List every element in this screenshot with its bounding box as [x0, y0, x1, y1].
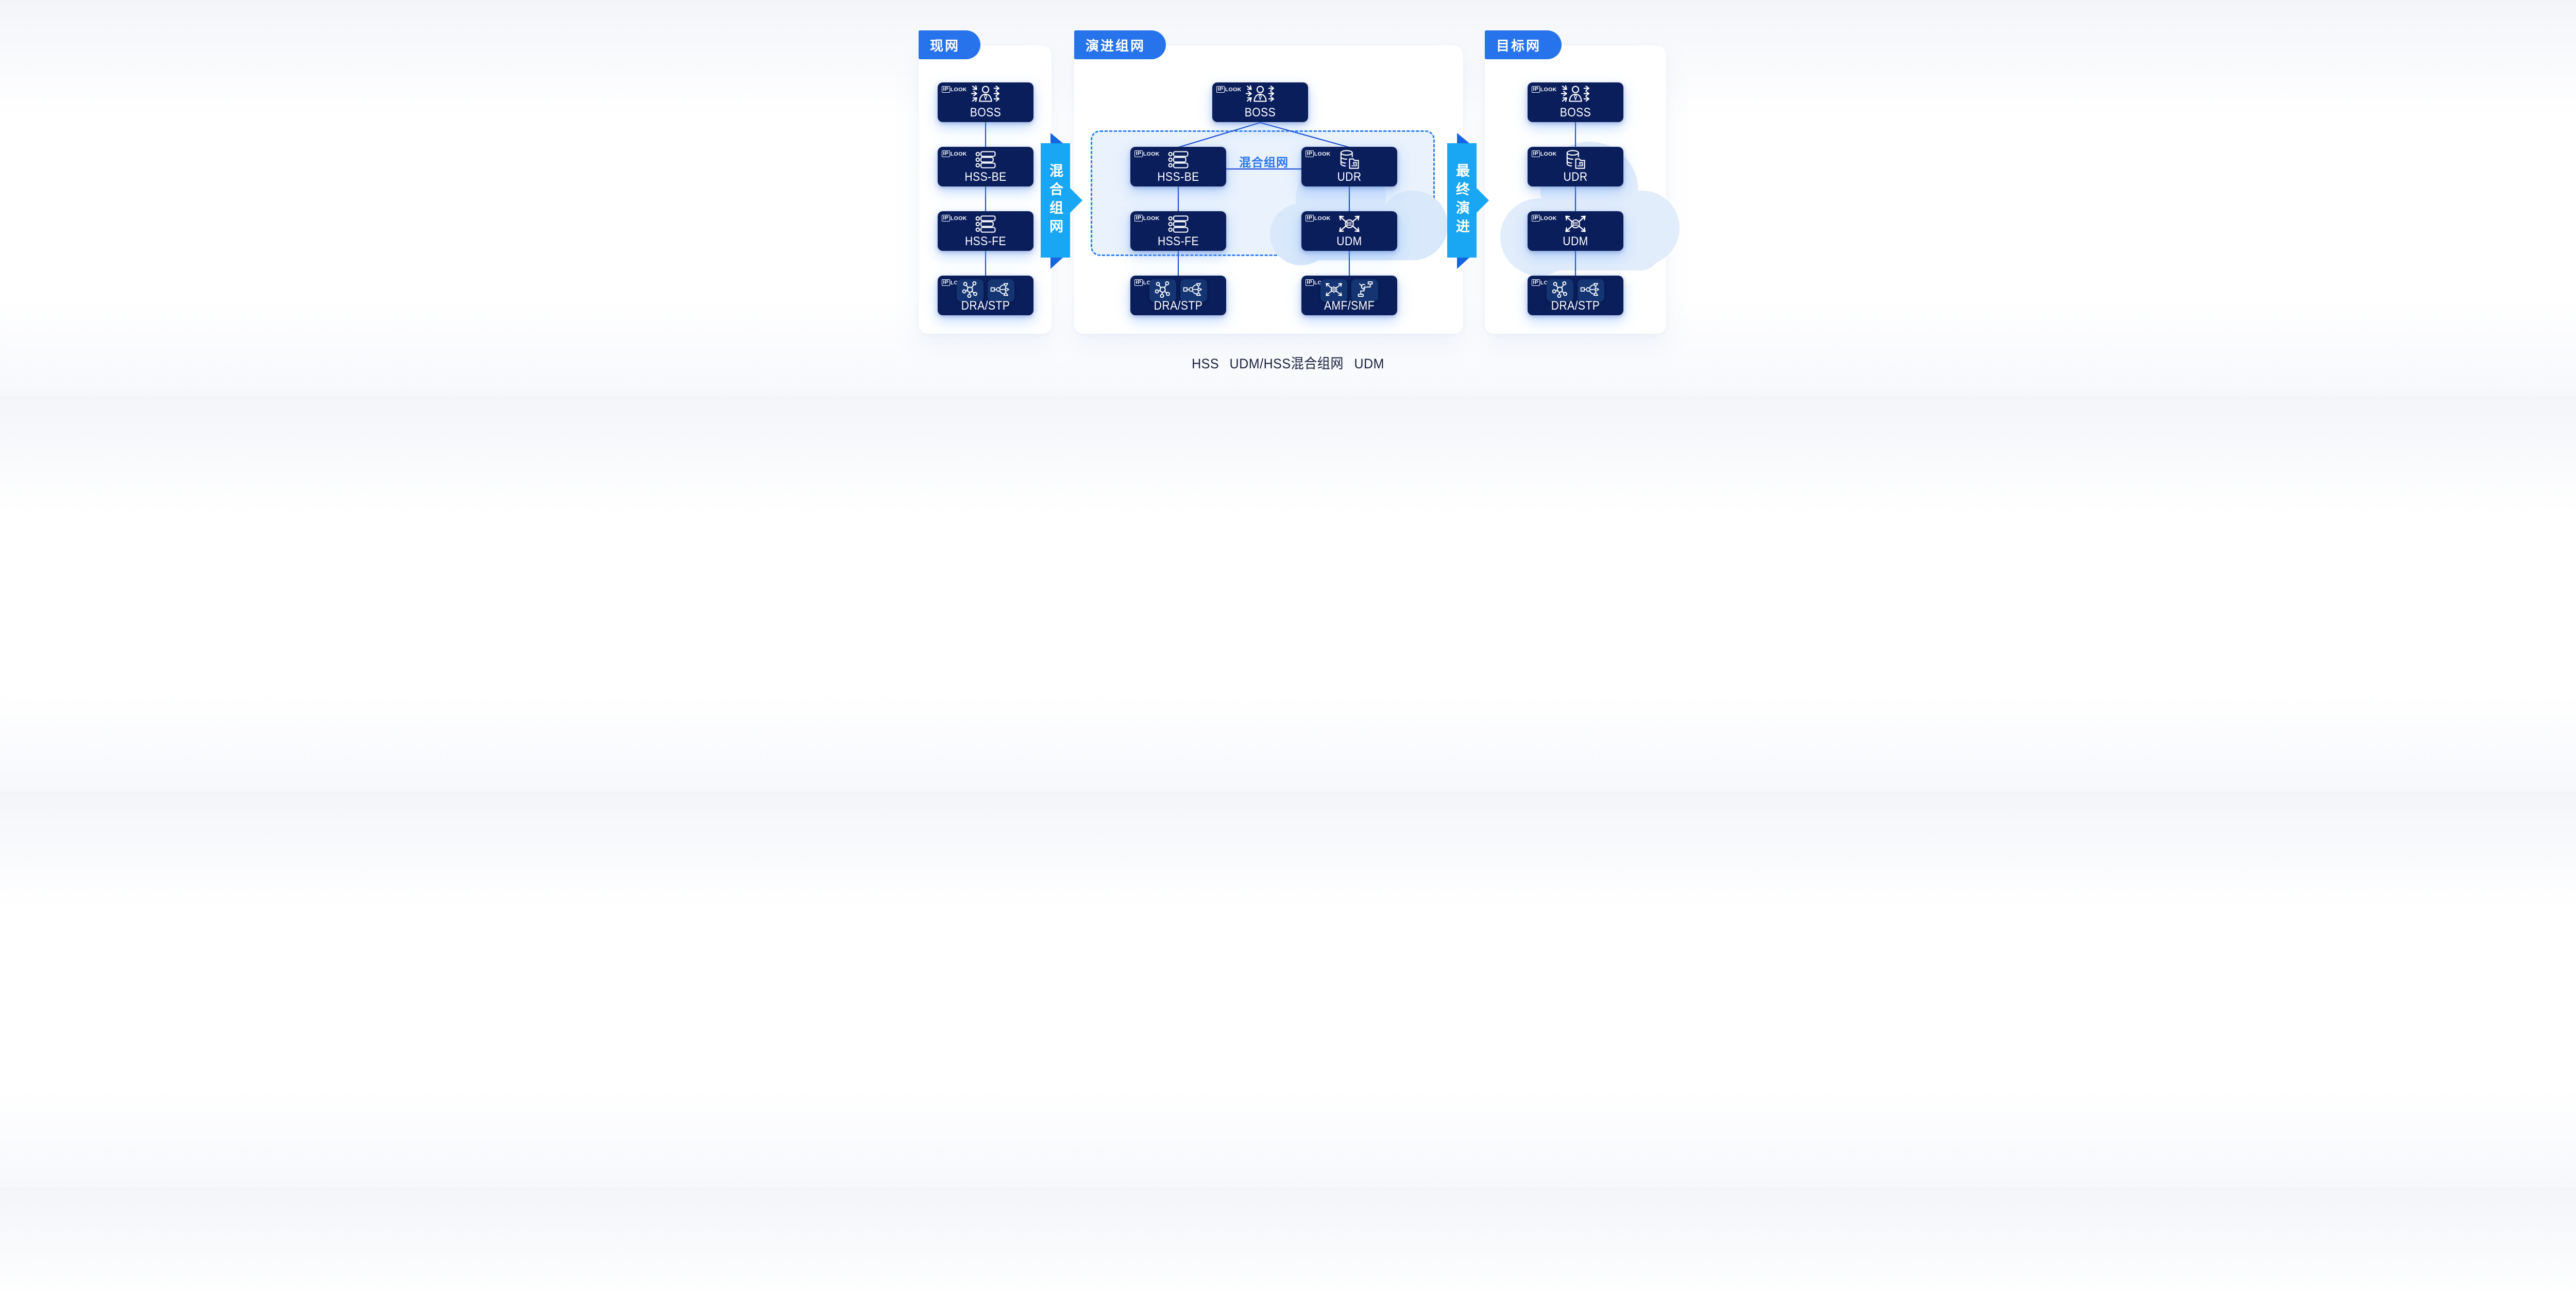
tab-current-network: 现网 — [919, 30, 981, 59]
ribbon-arrow-shape — [1041, 133, 1082, 269]
node-label: DRA/STP — [1551, 299, 1600, 313]
ribbon-hybrid-networking: 混合组网 — [1041, 132, 1084, 269]
node-label: HSS-FE — [1157, 234, 1199, 248]
tab-label: 目标网 — [1496, 38, 1541, 54]
tab-label: 演进组网 — [1086, 38, 1146, 54]
icon-tile — [957, 279, 984, 302]
tab-label: 现网 — [930, 38, 960, 54]
branch-icon — [990, 282, 1012, 299]
ribbon-final-evolution: 最终演进 — [1447, 132, 1490, 269]
udm-arrows-icon — [1562, 213, 1589, 237]
gear-arrows-icon — [1323, 281, 1345, 301]
icon-tile — [1180, 279, 1207, 302]
hub-icon — [1552, 281, 1569, 300]
hub-icon — [1155, 281, 1172, 300]
icon-tile — [1351, 279, 1378, 302]
ribbon-label: 混合组网 — [1047, 163, 1063, 237]
database-folder-icon — [1338, 149, 1360, 173]
icon-tile — [1320, 279, 1347, 302]
branch-icon — [1580, 282, 1602, 299]
node-label: DRA/STP — [1154, 299, 1203, 313]
wrench-pipe-icon — [1357, 281, 1374, 300]
tab-evolution-network: 演进组网 — [1074, 30, 1166, 59]
node-label: HSS-FE — [964, 234, 1007, 248]
node-label: HSS-BE — [964, 170, 1007, 184]
node-label: UDR — [1337, 170, 1362, 184]
server-list-icon — [974, 215, 997, 236]
ribbon-arrow-shape — [1447, 133, 1489, 269]
person-flow-icon — [1244, 84, 1277, 108]
server-list-icon — [1167, 215, 1190, 236]
server-list-icon — [974, 150, 997, 172]
node-label: DRA/STP — [961, 299, 1010, 313]
icon-tile — [1547, 279, 1573, 302]
node-label: AMF/SMF — [1324, 299, 1375, 313]
diagram-caption: HSS UDM/HSS混合组网 UDM — [1192, 356, 1384, 371]
ribbon-label: 最终演进 — [1454, 163, 1469, 237]
hybrid-link-label: 混合组网 — [1239, 156, 1289, 169]
icon-tile — [988, 279, 1014, 302]
node-label: BOSS — [1244, 106, 1276, 120]
person-flow-icon — [969, 84, 1002, 108]
icon-tile — [1578, 279, 1604, 302]
node-label: BOSS — [1560, 106, 1591, 120]
node-label: UDM — [1563, 234, 1588, 248]
database-folder-icon — [1565, 149, 1586, 173]
connector-lines — [985, 122, 1577, 276]
hub-icon — [962, 281, 979, 300]
person-flow-icon — [1559, 84, 1592, 108]
node-label: HSS-BE — [1157, 170, 1199, 184]
node-label: BOSS — [970, 106, 1002, 120]
node-label: UDR — [1563, 170, 1588, 184]
udm-arrows-icon — [1335, 213, 1363, 237]
branch-icon — [1183, 282, 1205, 299]
tab-target-network: 目标网 — [1485, 30, 1562, 59]
server-list-icon — [1167, 150, 1190, 172]
node-label: UDM — [1336, 234, 1362, 248]
icon-tile — [1149, 279, 1176, 302]
